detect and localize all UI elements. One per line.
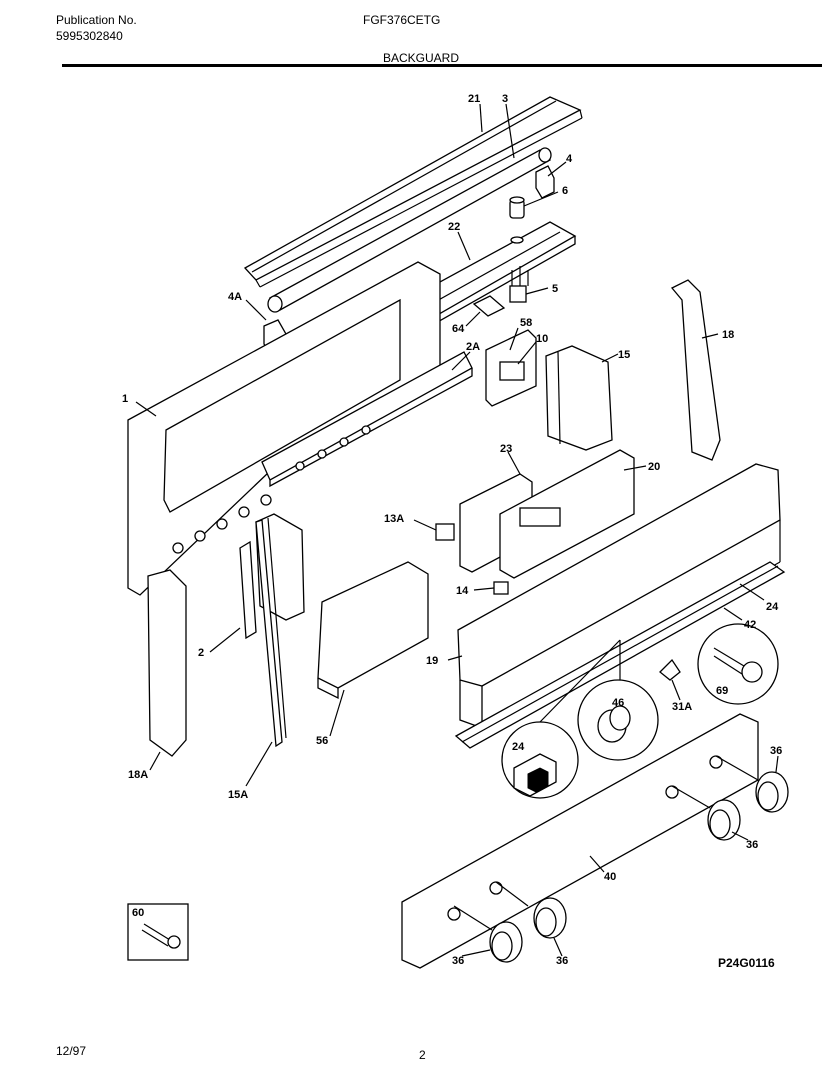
callout-36-lower-left: 36 [452, 955, 464, 967]
part-60-screw-inset [127, 903, 189, 961]
detail-circle-screw-69 [697, 623, 779, 705]
drawing-id: P24G0116 [718, 956, 775, 970]
callout-15: 15 [618, 349, 630, 361]
callout-4a: 4A [228, 291, 242, 303]
callout-23: 23 [500, 443, 512, 455]
part-20-clock-module [499, 449, 635, 579]
publication-number: 5995302840 [56, 29, 123, 43]
part-21-top-trim [243, 96, 583, 288]
part-13a-component [435, 523, 455, 541]
callout-18: 18 [722, 329, 734, 341]
knob-36-lower-mid [533, 897, 567, 939]
callout-13a: 13A [384, 513, 404, 525]
callout-4: 4 [566, 153, 573, 165]
part-64-bracket [472, 295, 506, 317]
callout-10: 10 [536, 333, 548, 345]
callout-15a: 15A [228, 789, 248, 801]
callout-19: 19 [426, 655, 438, 667]
callout-31a: 31A [672, 701, 692, 713]
callout-6: 6 [562, 185, 568, 197]
callout-56: 56 [316, 735, 328, 747]
callout-46: 46 [612, 697, 624, 709]
callout-69: 69 [716, 685, 728, 697]
callout-42: 42 [744, 619, 756, 631]
knob-36-mid-right [707, 799, 741, 841]
callout-18a: 18A [128, 769, 148, 781]
footer-date: 12/97 [56, 1044, 87, 1058]
callout-3: 3 [502, 93, 508, 105]
knob-36-upper-right [755, 771, 789, 813]
callout-14: 14 [456, 585, 469, 597]
part-18-end-cap [670, 279, 721, 461]
callout-22: 22 [448, 221, 460, 233]
callout-2a: 2A [466, 341, 480, 353]
callout-60: 60 [132, 907, 144, 919]
part-5-socket [509, 266, 529, 303]
part-10-switch [499, 361, 525, 381]
callout-58: 58 [520, 317, 532, 329]
part-2-stiffener [239, 540, 257, 640]
part-31a-clip [659, 658, 681, 681]
part-56-heat-shield [317, 561, 429, 700]
section-title: BACKGUARD [383, 51, 460, 65]
detail-circle-knob-46 [577, 679, 659, 761]
part-40-lower-panel [401, 713, 759, 969]
publication-label: Publication No. [56, 13, 137, 27]
callout-24-detail: 24 [512, 741, 525, 753]
callout-1: 1 [122, 393, 128, 405]
callout-36-upper-right: 36 [770, 745, 782, 757]
knob-36-lower-left [489, 921, 523, 963]
detail-circle-switch-24 [501, 721, 579, 799]
part-2a-trim-strip [261, 351, 473, 488]
part-14-component [493, 581, 509, 595]
callout-40: 40 [604, 871, 616, 883]
callout-36-lower-mid: 36 [556, 955, 568, 967]
part-3-lamp-tube [267, 147, 552, 313]
callout-64: 64 [452, 323, 465, 335]
leader-lines [135, 103, 779, 957]
part-6-starter [509, 196, 525, 244]
callout-36-mid-right: 36 [746, 839, 758, 851]
callout-5: 5 [552, 283, 558, 295]
callout-20: 20 [648, 461, 660, 473]
header-rule [62, 64, 822, 67]
callout-24-upper: 24 [766, 601, 779, 613]
callout-21: 21 [468, 93, 480, 105]
callout-2: 2 [198, 647, 204, 659]
part-18a-end-cap [147, 569, 187, 757]
part-15-side-bracket [545, 345, 613, 451]
model-number: FGF376CETG [363, 13, 441, 27]
part-15a-side-bracket [255, 513, 305, 748]
part-4-lamp-holder [535, 165, 555, 199]
page-number: 2 [419, 1048, 426, 1062]
